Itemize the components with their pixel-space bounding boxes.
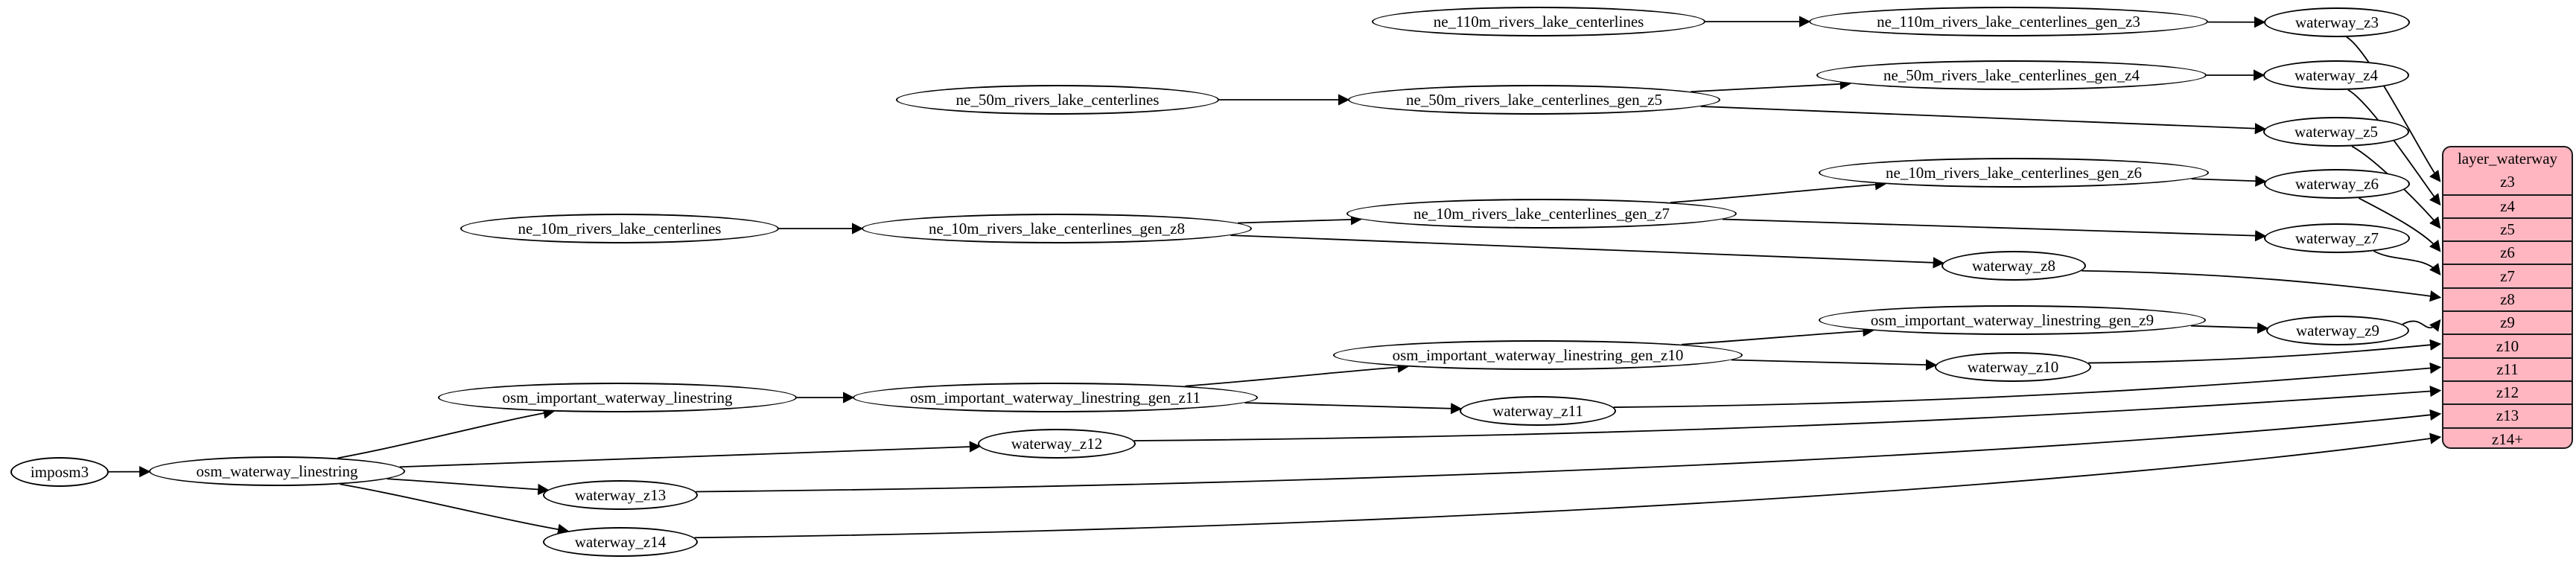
edge-waterway_z8-to-layer_waterway-z8 [2082,269,2442,302]
edge-osm_waterway_linestring-to-osm_important_waterway_linestring [337,407,556,459]
node-waterway_z3: waterway_z3 [2264,7,2410,37]
edge-ne_10m_rivers_lake_centerlines_gen_z7-to-ne_10m_rivers_lake_centerlines_gen_z6 [1670,179,1887,203]
node-ne_50m_rivers_lake_centerlines_gen_z5: ne_50m_rivers_lake_centerlines_gen_z5 [1348,85,1720,115]
node-waterway_z4: waterway_z4 [2263,60,2409,90]
edge-waterway_z12-to-layer_waterway-z12 [1133,385,2442,441]
node-waterway_z13: waterway_z13 [543,480,698,510]
node-ne_110m_rivers_lake_centerlines: ne_110m_rivers_lake_centerlines [1372,7,1705,36]
node-waterway_z11: waterway_z11 [1460,396,1616,426]
node-waterway_z8: waterway_z8 [1941,251,2086,281]
edge-osm_important_waterway_linestring_gen_z9-to-waterway_z9 [2190,322,2269,334]
node-osm_important_waterway_linestring_gen_z11: osm_important_waterway_linestring_gen_z1… [853,383,1258,412]
edge-waterway_z4-to-layer_waterway-z4 [2347,89,2441,206]
edge-ne_10m_rivers_lake_centerlines_gen_z8-to-ne_10m_rivers_lake_centerlines_gen_z7 [1238,214,1363,226]
node-osm_important_waterway_linestring_gen_z9: osm_important_waterway_linestring_gen_z9 [1819,305,2206,335]
record-row-z7: z7 [2443,264,2572,287]
node-ne_10m_rivers_lake_centerlines: ne_10m_rivers_lake_centerlines [460,214,779,243]
edge-waterway_z6-to-layer_waterway-z6 [2358,197,2441,252]
record-row-z9: z9 [2443,310,2572,334]
edge-osm_waterway_linestring-to-waterway_z13 [387,478,550,496]
record-row-z5: z5 [2443,217,2572,240]
edge-waterway_z11-to-layer_waterway-z11 [1613,362,2442,408]
edge-osm_waterway_linestring-to-waterway_z14 [340,483,570,535]
edge-ne_10m_rivers_lake_centerlines_gen_z8-to-waterway_z8 [1230,234,1944,269]
node-osm_important_waterway_linestring: osm_important_waterway_linestring [438,383,797,412]
record-row-z14+: z14+ [2443,427,2572,447]
edge-osm_important_waterway_linestring_gen_z11-to-waterway_z11 [1244,402,1463,415]
record-row-z12: z12 [2443,380,2572,403]
record-row-z13: z13 [2443,403,2572,427]
node-waterway_z6: waterway_z6 [2264,169,2410,199]
node-ne_50m_rivers_lake_centerlines_gen_z4: ne_50m_rivers_lake_centerlines_gen_z4 [1816,60,2207,90]
edge-ne_50m_rivers_lake_centerlines_gen_z5-to-ne_50m_rivers_lake_centerlines_gen_z4 [1691,78,1852,93]
node-waterway_z7: waterway_z7 [2264,223,2410,253]
node-waterway_z9: waterway_z9 [2266,316,2409,345]
node-waterway_z10: waterway_z10 [1935,352,2091,382]
node-osm_important_waterway_linestring_gen_z10: osm_important_waterway_linestring_gen_z1… [1333,340,1743,370]
record-row-z6: z6 [2443,240,2572,264]
edge-waterway_z10-to-layer_waterway-z10 [2088,339,2442,364]
node-osm_waterway_linestring: osm_waterway_linestring [149,456,405,486]
node-ne_110m_rivers_lake_centerlines_gen_z3: ne_110m_rivers_lake_centerlines_gen_z3 [1809,7,2208,36]
node-imposm3: imposm3 [10,457,109,487]
edge-waterway_z3-to-layer_waterway-z3 [2346,36,2441,182]
edge-ne_10m_rivers_lake_centerlines_gen_z6-to-waterway_z6 [2191,175,2267,187]
node-waterway_z14: waterway_z14 [543,527,698,557]
edge-osm_important_waterway_linestring_gen_z11-to-osm_important_waterway_linestring_gen_z10 [1185,361,1410,387]
record-row-z8: z8 [2443,287,2572,310]
edge-waterway_z14-to-layer_waterway-z14+ [694,433,2442,539]
node-ne_10m_rivers_lake_centerlines_gen_z7: ne_10m_rivers_lake_centerlines_gen_z7 [1346,199,1737,229]
edge-waterway_z13-to-layer_waterway-z13 [696,409,2442,493]
record-row-z11: z11 [2443,357,2572,380]
record-row-z10: z10 [2443,334,2572,357]
node-ne_10m_rivers_lake_centerlines_gen_z8: ne_10m_rivers_lake_centerlines_gen_z8 [862,214,1252,243]
edge-waterway_z7-to-layer_waterway-z7 [2373,250,2441,275]
edge-osm_waterway_linestring-to-waterway_z12 [399,441,982,468]
node-ne_10m_rivers_lake_centerlines_gen_z6: ne_10m_rivers_lake_centerlines_gen_z6 [1819,158,2209,188]
record-title: layer_waterway [2457,150,2558,168]
edge-ne_50m_rivers_lake_centerlines_gen_z5-to-waterway_z5 [1700,106,2267,135]
edge-waterway_z9-to-layer_waterway-z9 [2402,319,2441,332]
edge-osm_important_waterway_linestring_gen_z10-to-osm_important_waterway_linestring_gen_z9 [1681,325,1874,345]
node-waterway_z12: waterway_z12 [978,429,1136,459]
record-row-z3: z3 [2500,173,2515,191]
record-row-z4: z4 [2443,194,2572,217]
node-waterway_z5: waterway_z5 [2263,117,2409,147]
edge-osm_important_waterway_linestring_gen_z10-to-waterway_z10 [1731,359,1938,371]
node-ne_50m_rivers_lake_centerlines: ne_50m_rivers_lake_centerlines [896,85,1219,115]
edge-ne_10m_rivers_lake_centerlines_gen_z7-to-waterway_z7 [1722,218,2267,242]
